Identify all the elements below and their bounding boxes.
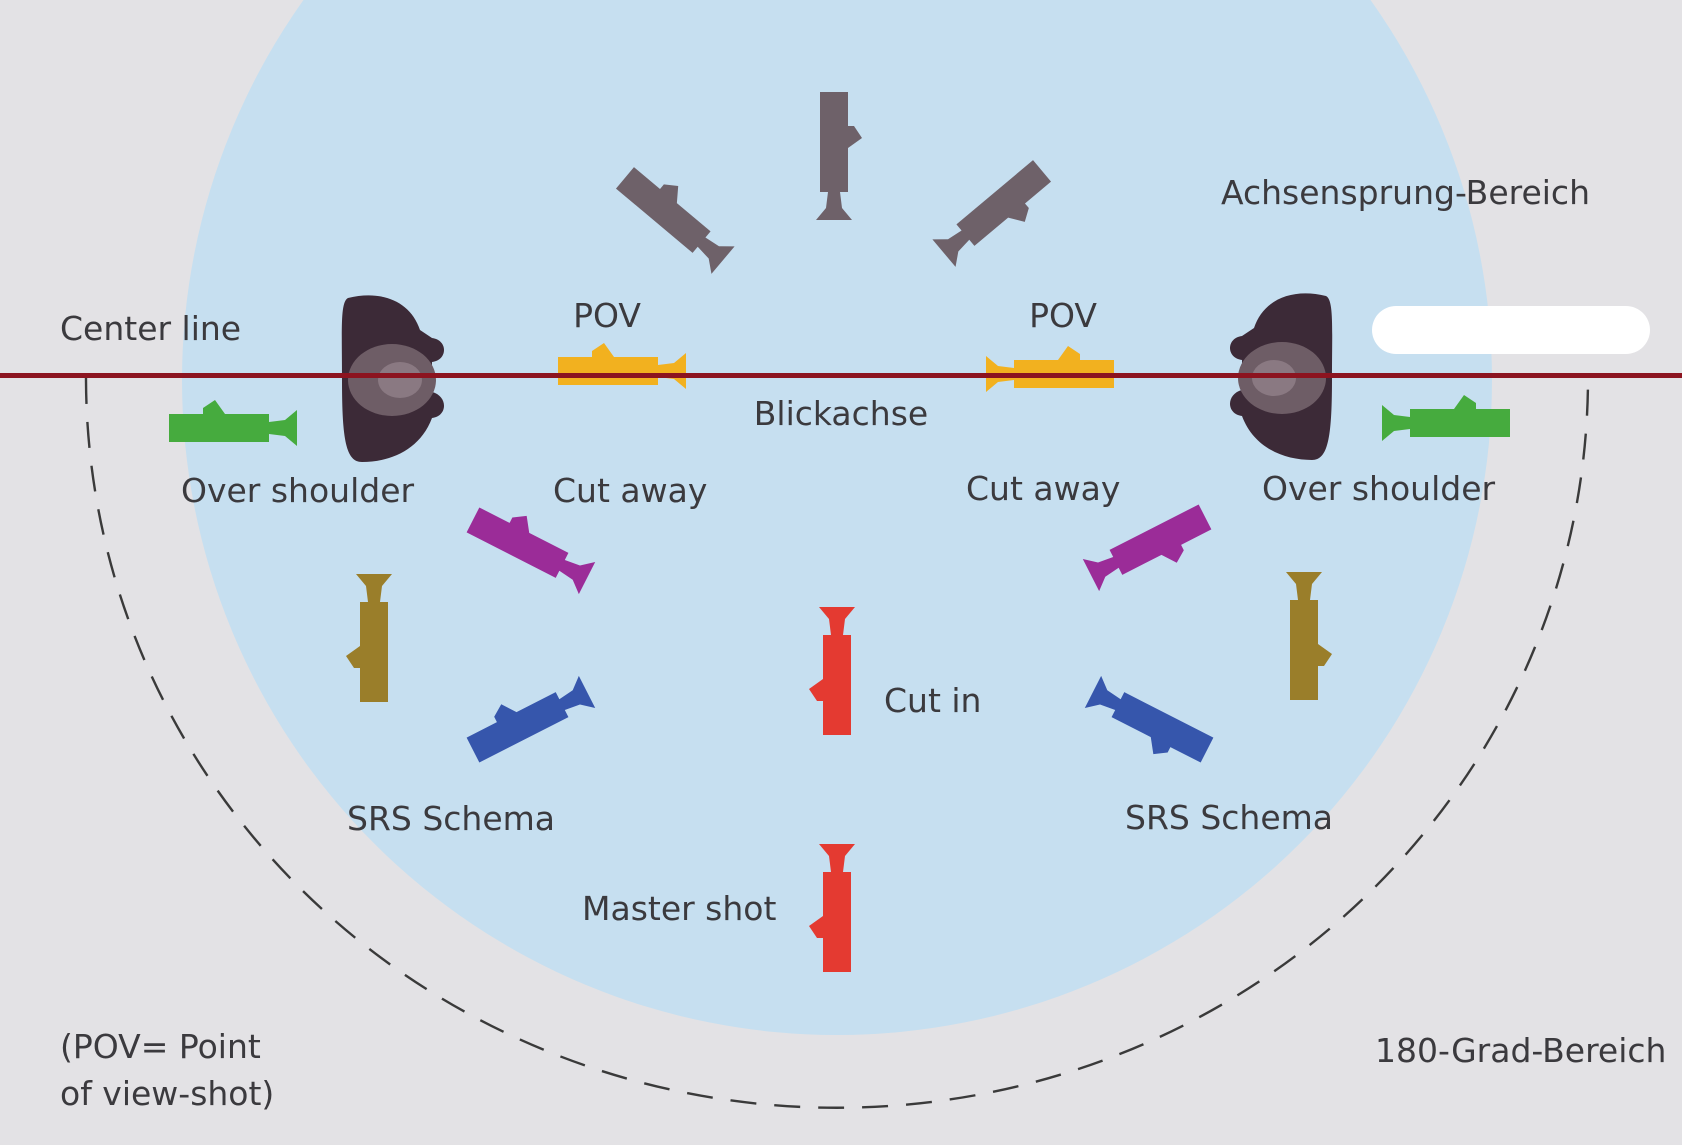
180-degree-dashed-arc [84,377,1590,1110]
pov-legend-line-2: of view-shot) [60,1073,275,1113]
redaction-patch [1372,306,1650,354]
label-cut-away-left: Cut away [553,471,708,510]
label-srs-left: SRS Schema [347,799,555,838]
label-cut-in: Cut in [884,681,982,720]
label-180-grad-bereich: 180-Grad-Bereich [1375,1031,1667,1070]
label-srs-right: SRS Schema [1125,798,1333,837]
label-master-shot: Master shot [582,889,777,928]
pov-legend-line-1: (POV= Point [60,1027,261,1066]
label-over-shoulder-left: Over shoulder [181,471,415,510]
label-pov-right: POV [1029,296,1097,335]
label-achsensprung: Achsensprung-Bereich [1221,173,1590,212]
camera-zone-circle [182,0,1492,1035]
label-over-shoulder-right: Over shoulder [1262,469,1496,508]
label-cut-away-right: Cut away [966,469,1121,508]
label-center-line: Center line [60,309,242,348]
person-left-icon [341,295,444,462]
label-pov-left: POV [573,296,641,335]
pov-legend-note: (POV= Point of view-shot) [60,1024,274,1118]
label-blickachse: Blickachse [753,394,929,433]
line-of-action [0,373,1682,378]
